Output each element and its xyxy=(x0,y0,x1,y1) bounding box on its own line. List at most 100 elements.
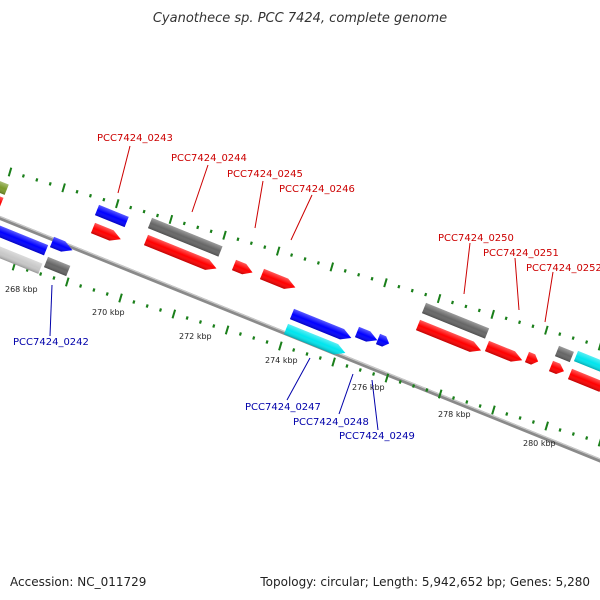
gene-red-0243[interactable] xyxy=(90,222,123,244)
gene-label-0251[interactable]: PCC7424_0251 xyxy=(483,248,559,259)
major-tick xyxy=(7,167,13,177)
gene-label-0242[interactable]: PCC7424_0242 xyxy=(13,337,89,348)
minor-tick xyxy=(198,320,202,324)
minor-tick xyxy=(102,197,106,202)
major-tick xyxy=(118,293,123,303)
major-tick xyxy=(383,278,388,288)
major-tick xyxy=(491,405,496,415)
minor-tick xyxy=(265,340,269,344)
minor-tick xyxy=(412,384,416,388)
minor-tick xyxy=(185,316,189,320)
minor-tick xyxy=(155,213,160,218)
minor-tick xyxy=(398,380,402,384)
minor-tick xyxy=(345,364,349,368)
major-tick xyxy=(224,325,230,335)
gene-red-0246[interactable] xyxy=(259,268,297,293)
minor-tick xyxy=(464,304,468,309)
minor-tick xyxy=(465,400,469,404)
minor-tick xyxy=(504,316,508,321)
minor-tick xyxy=(531,420,535,424)
gene-features xyxy=(0,177,600,392)
gene-gray-0250[interactable] xyxy=(421,302,490,339)
major-tick xyxy=(171,309,177,319)
gene-lightgray-partial[interactable] xyxy=(0,244,43,274)
gene-blue-0248[interactable] xyxy=(354,326,380,345)
gene-cyan-0253[interactable] xyxy=(573,350,600,373)
gene-label-0252[interactable]: PCC7424_0252 xyxy=(526,263,600,274)
gene-blue-0249[interactable] xyxy=(375,333,391,349)
major-tick xyxy=(544,325,549,335)
minor-tick xyxy=(236,237,240,242)
minor-tick xyxy=(290,253,294,257)
scale-label-268: 268 kbp xyxy=(5,285,38,294)
gene-gray-0252[interactable] xyxy=(554,345,574,363)
major-tick xyxy=(168,214,174,225)
gene-red-0251[interactable] xyxy=(484,340,524,365)
minor-tick xyxy=(571,336,575,340)
minor-tick xyxy=(478,404,482,408)
gene-red-0253[interactable] xyxy=(567,368,600,392)
major-tick xyxy=(490,309,495,319)
gene-blue-0247[interactable] xyxy=(289,308,353,343)
minor-tick xyxy=(145,304,149,308)
minor-tick xyxy=(35,178,39,182)
gene-label-0246[interactable]: PCC7424_0246 xyxy=(279,184,355,195)
major-tick xyxy=(275,246,281,256)
gene-label-0245[interactable]: PCC7424_0245 xyxy=(227,169,303,180)
gene-label-0250[interactable]: PCC7424_0250 xyxy=(438,233,514,244)
minor-tick xyxy=(425,388,429,392)
minor-tick xyxy=(249,241,253,246)
minor-tick xyxy=(558,428,562,432)
minor-tick xyxy=(343,269,347,273)
forward-gene-labels: PCC7424_0243 PCC7424_0244 PCC7424_0245 P… xyxy=(97,133,600,274)
gene-blue-0241[interactable] xyxy=(0,224,49,256)
label-leader-lines xyxy=(49,145,554,431)
gene-blue-small-a[interactable] xyxy=(49,236,75,255)
gene-red-0245[interactable] xyxy=(231,259,255,278)
minor-tick xyxy=(451,396,456,400)
gene-red-0251b[interactable] xyxy=(524,351,540,367)
minor-tick xyxy=(158,308,163,312)
minor-tick xyxy=(318,356,322,360)
gene-label-0247[interactable]: PCC7424_0247 xyxy=(245,402,321,413)
minor-tick xyxy=(531,324,535,329)
minor-tick xyxy=(410,288,414,293)
gene-cyan-0247[interactable] xyxy=(283,323,347,358)
gene-red-0252[interactable] xyxy=(548,360,566,376)
minor-tick xyxy=(92,288,96,292)
gene-label-0244[interactable]: PCC7424_0244 xyxy=(171,153,247,164)
minor-tick xyxy=(212,324,216,328)
gene-label-0249[interactable]: PCC7424_0249 xyxy=(339,431,415,442)
minor-tick xyxy=(79,284,83,288)
major-tick xyxy=(329,262,335,272)
minor-tick xyxy=(424,292,428,297)
gene-label-0248[interactable]: PCC7424_0248 xyxy=(293,417,369,428)
gene-blue-0243[interactable] xyxy=(94,204,129,228)
minor-tick xyxy=(196,225,200,230)
minor-tick xyxy=(357,272,361,277)
minor-tick xyxy=(397,284,401,289)
major-tick xyxy=(65,277,70,287)
gene-gray-0244[interactable] xyxy=(147,217,223,257)
gene-red-partial[interactable] xyxy=(0,194,4,209)
gene-label-0243[interactable]: PCC7424_0243 xyxy=(97,133,173,144)
outer-tick-track xyxy=(7,167,600,351)
gene-olive-partial[interactable] xyxy=(0,177,9,195)
gene-gray-0242[interactable] xyxy=(43,256,71,277)
gene-red-0250[interactable] xyxy=(415,319,483,356)
minor-tick xyxy=(75,189,79,194)
minor-tick xyxy=(505,412,509,416)
minor-tick xyxy=(358,368,362,372)
minor-tick xyxy=(450,300,455,305)
scale-labels: 268 kbp 270 kbp 272 kbp 274 kbp 276 kbp … xyxy=(5,285,556,448)
minor-tick xyxy=(518,320,522,325)
gene-red-0244[interactable] xyxy=(143,234,219,274)
scale-label-274: 274 kbp xyxy=(265,356,298,365)
genome-summary-text: Topology: circular; Length: 5,942,652 bp… xyxy=(259,575,590,589)
minor-tick xyxy=(292,348,296,352)
minor-tick xyxy=(558,332,562,336)
accession-text: Accession: NC_011729 xyxy=(10,575,146,589)
minor-tick xyxy=(182,221,186,226)
minor-tick xyxy=(585,340,589,344)
